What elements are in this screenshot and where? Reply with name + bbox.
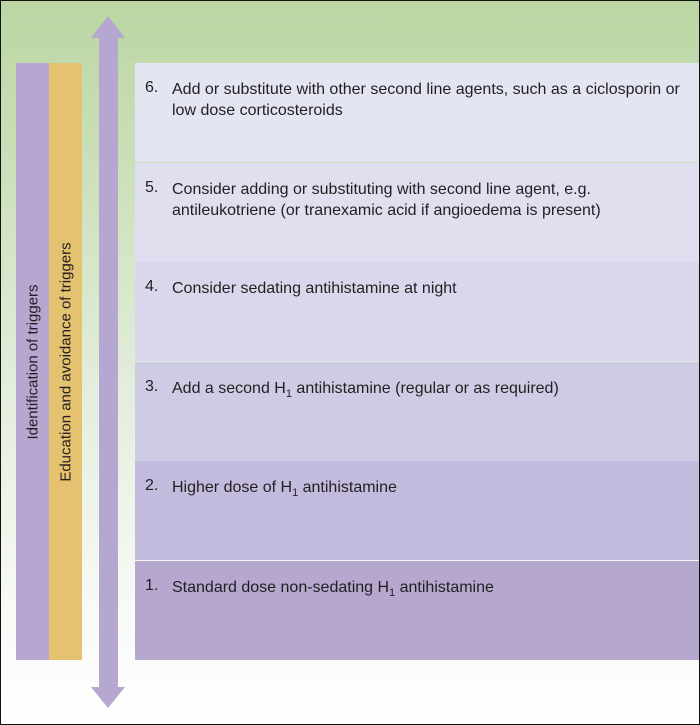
step-text-pre: Add a second H (172, 379, 286, 397)
step-text-sub: 1 (389, 586, 396, 599)
step-description: Add or substitute with other second line… (172, 79, 682, 121)
step-4: 4. Consider sedating antihistamine at nig… (135, 262, 699, 361)
step-5: 5. Consider adding or substituting with s… (135, 162, 699, 262)
step-6: 6. Add or substitute with other second li… (135, 63, 699, 162)
step-number: 3. (145, 377, 159, 395)
step-number: 1. (145, 576, 159, 594)
step-text-post: antihistamine (regular or as required) (291, 379, 559, 397)
step-description: Consider sedating antihistamine at night (172, 278, 682, 299)
step-text-post: antihistamine (395, 578, 494, 596)
step-description: Consider adding or substituting with sec… (172, 179, 682, 221)
step-text-sub: 1 (292, 487, 299, 500)
step-text: Consider adding or substituting with sec… (172, 180, 601, 219)
step-number: 5. (145, 178, 159, 196)
step-text: Consider sedating antihistamine at night (172, 280, 457, 297)
step-text: Add or substitute with other second line… (172, 81, 680, 119)
step-1: 1. Standard dose non-sedating H1 antihist… (135, 560, 699, 660)
step-number: 2. (145, 477, 159, 494)
step-text-pre: Higher dose of H (172, 479, 293, 496)
identification-label: Identification of triggers (24, 283, 41, 440)
education-bar: Education and avoidance of triggers (49, 63, 82, 660)
step-text-pre: Standard dose non-sedating H (172, 578, 390, 596)
step-3: 3. Add a second H1 antihistamine (regular… (135, 361, 699, 461)
step-description: Higher dose of H1 antihistamine (172, 477, 682, 504)
step-2: 2. Higher dose of H1 antihistamine (135, 461, 699, 560)
step-number: 4. (145, 278, 159, 295)
step-number: 6. (145, 79, 159, 96)
education-label: Education and avoidance of triggers (57, 241, 74, 482)
step-text-post: antihistamine (298, 479, 397, 496)
step-description: Standard dose non-sedating H1 antihistam… (172, 577, 682, 604)
step-text-sub: 1 (285, 387, 292, 400)
double-arrow-icon (91, 16, 125, 708)
identification-bar: Identification of triggers (16, 63, 49, 660)
step-description: Add a second H1 antihistamine (regular o… (172, 378, 682, 405)
